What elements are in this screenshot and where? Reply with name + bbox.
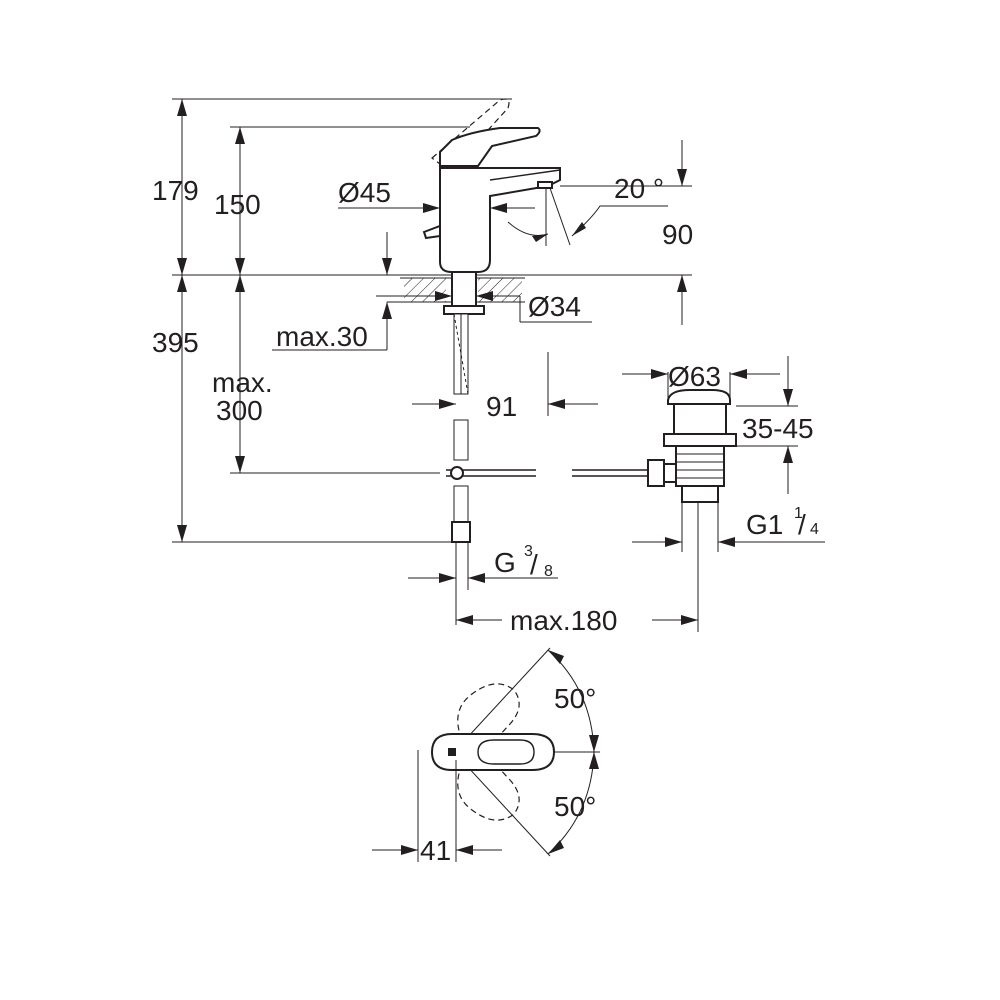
dim-rod-length — [456, 502, 699, 632]
label-height-spout: 150 — [214, 189, 261, 220]
waste-body — [675, 445, 725, 487]
waste-assembly — [622, 356, 825, 552]
hose-middle — [453, 419, 469, 461]
label-waste-thread: G1 1 / 4 — [746, 505, 819, 540]
hose-fitting — [451, 521, 471, 543]
label-lever-angle-down: 50° — [554, 791, 596, 822]
dim-spout-angle — [507, 185, 692, 246]
dim-projection — [677, 140, 687, 325]
svg-text:/: / — [798, 509, 806, 540]
label-waste-diameter: Ø63 — [668, 361, 721, 392]
waste-flange — [663, 433, 737, 447]
lever-swing-right-outline — [457, 753, 520, 821]
label-lever-angle-up: 50° — [554, 683, 596, 714]
dim-waste-range — [736, 356, 798, 494]
dim-body-diameter — [338, 203, 535, 213]
svg-text:4: 4 — [810, 521, 819, 538]
svg-text:1: 1 — [794, 505, 803, 522]
label-hose-offset: 91 — [486, 391, 517, 422]
label-waste-range: 35-45 — [742, 413, 814, 444]
svg-text:G1: G1 — [746, 509, 783, 540]
svg-text:8: 8 — [544, 563, 553, 580]
waste-tail — [681, 485, 719, 503]
svg-text:G: G — [494, 547, 516, 578]
waste-nut — [647, 459, 665, 487]
top-view — [372, 647, 600, 862]
lever — [439, 127, 541, 167]
label-height-below: 395 — [152, 327, 199, 358]
svg-text:/: / — [530, 549, 538, 580]
label-deck-thickness: max.30 — [276, 321, 368, 352]
dim-lever-depth — [372, 750, 502, 862]
label-projection: 90 — [662, 219, 693, 250]
mounting-nut — [443, 305, 485, 315]
label-hose-max-1: max. — [212, 367, 273, 398]
dim-height-spout — [235, 127, 245, 275]
dim-inlet-thread — [408, 542, 558, 625]
dim-hose-offset — [412, 352, 598, 416]
dimension-labels: 179 150 Ø45 20 ° 90 Ø34 max.30 395 max. … — [152, 173, 819, 866]
lever-swing-left-outline — [457, 683, 520, 751]
popup-rod — [446, 466, 650, 480]
label-inlet-thread: G 3 / 8 — [494, 543, 553, 580]
faucet-body — [439, 166, 561, 273]
dim-base-diameter — [376, 291, 592, 323]
label-hose-max-2: 300 — [216, 395, 263, 426]
dim-deck-thickness — [272, 232, 404, 351]
label-rod-length: max.180 — [510, 605, 617, 636]
popup-knob — [422, 224, 441, 240]
dim-height-total — [177, 99, 187, 275]
dim-hose-max — [235, 275, 245, 473]
svg-text:3: 3 — [524, 543, 533, 560]
label-body-diameter: Ø45 — [338, 177, 391, 208]
label-lever-depth: 41 — [420, 835, 451, 866]
faucet-top-body — [430, 733, 556, 771]
dim-height-below — [177, 275, 187, 542]
dim-waste-diameter — [622, 369, 780, 400]
label-spout-angle: 20 ° — [614, 173, 664, 204]
label-base-diameter: Ø34 — [528, 291, 581, 322]
waste-plug — [667, 389, 731, 405]
hose-lower — [453, 485, 469, 523]
aerator — [537, 181, 553, 189]
side-view — [172, 98, 699, 632]
label-height-total: 179 — [152, 175, 199, 206]
spout-line — [489, 169, 561, 181]
mounting-shank — [451, 271, 477, 309]
dim-waste-thread — [632, 502, 825, 552]
